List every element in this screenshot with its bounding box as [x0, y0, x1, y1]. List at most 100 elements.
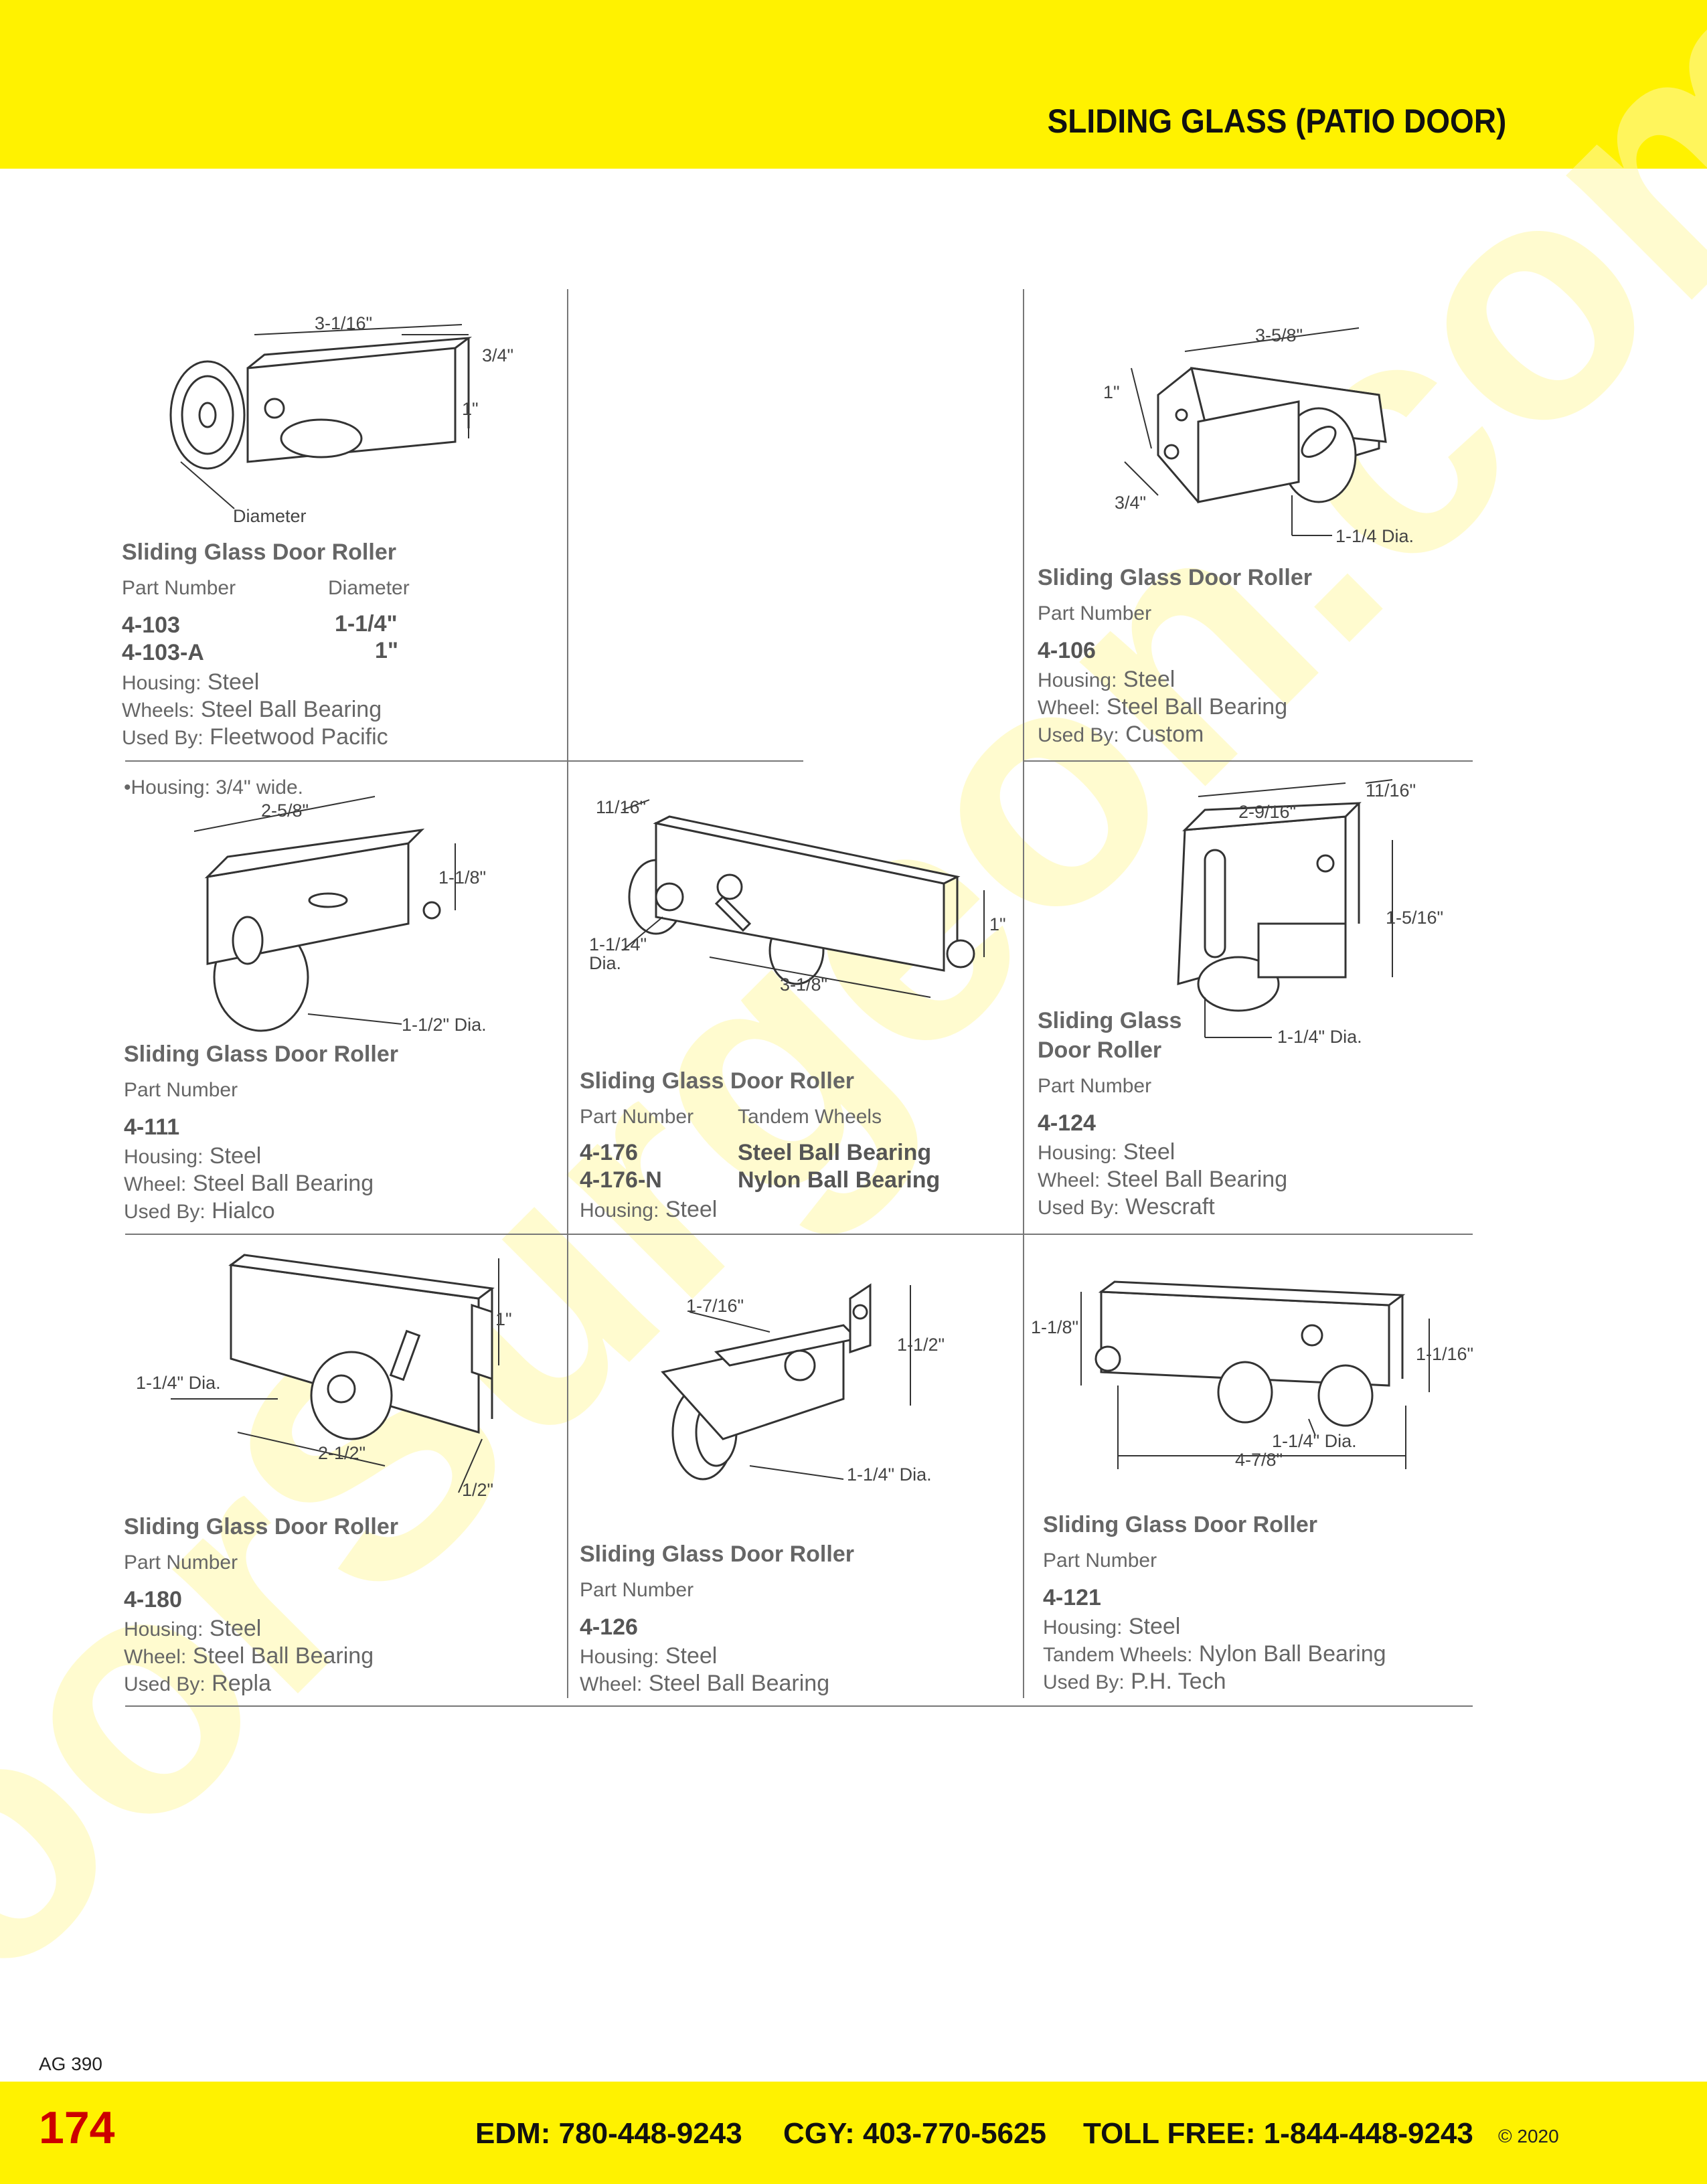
used-by-spec: Used By: Fleetwood Pacific	[122, 724, 388, 750]
dim-label: 1-1/4" Dia.	[136, 1373, 221, 1393]
part-number: 4-176-N	[580, 1167, 662, 1193]
roller-diagram: 2-5/8" 1-1/8" 1-1/2" Dia.	[193, 796, 487, 1035]
part-number-header: Part Number	[1038, 602, 1152, 624]
wheel-spec: Wheel: Steel Ball Bearing	[124, 1643, 374, 1669]
cgy-phone[interactable]: CGY: 403-770-5625	[783, 2117, 1046, 2150]
dim-label: 1"	[462, 399, 479, 419]
dim-label: 1-5/16"	[1386, 908, 1443, 928]
dim-label: Diameter	[233, 506, 307, 526]
copyright: © 2020	[1498, 2126, 1559, 2147]
edm-phone[interactable]: EDM: 780-448-9243	[475, 2117, 742, 2150]
section-title: SLIDING GLASS (PATIO DOOR)	[1047, 102, 1506, 140]
product-title: Sliding Glass Door Roller	[124, 1514, 398, 1539]
part-number: 4-106	[1038, 638, 1096, 663]
housing-spec: Housing: Steel	[124, 1616, 262, 1641]
part-number: 4-124	[1038, 1110, 1096, 1136]
part-number: 4-121	[1043, 1585, 1101, 1610]
dim-label: 1-1/4" Dia.	[847, 1464, 932, 1485]
dim-label: 3/4"	[482, 345, 513, 365]
dim-label: 1"	[989, 914, 1006, 934]
dim-label: Dia.	[589, 953, 621, 973]
used-by-spec: Used By: Custom	[1038, 722, 1204, 747]
product-title: Sliding Glass Door Roller	[124, 1041, 398, 1067]
product-title: Sliding Glass Door Roller	[1043, 1512, 1317, 1537]
dim-label: 1-7/16"	[686, 1296, 744, 1316]
product-title: Sliding Glass Door Roller	[122, 539, 396, 565]
grid-divider	[125, 1234, 1473, 1235]
dim-label: 1"	[495, 1309, 512, 1329]
wheel-spec: Wheel: Steel Ball Bearing	[1038, 694, 1288, 720]
part-number: 4-176	[580, 1140, 638, 1165]
roller-diagram: 11/16" 1" 1-1/14" Dia. 3-1/8"	[589, 797, 1006, 998]
wheel-spec: Wheel: Steel Ball Bearing	[124, 1171, 374, 1196]
footer-band	[0, 2082, 1707, 2184]
housing-spec: Housing: Steel	[122, 669, 260, 695]
header-band	[0, 0, 1707, 169]
part-number: 4-180	[124, 1587, 182, 1612]
dim-label: 11/16"	[596, 797, 646, 817]
wheel-spec: Wheel: Steel Ball Bearing	[1038, 1167, 1288, 1192]
dim-label: 1-1/2" Dia.	[402, 1015, 487, 1035]
part-number-header: Part Number	[1043, 1549, 1157, 1572]
diameter-header: Diameter	[328, 577, 410, 599]
roller-diagram: 1-7/16" 1-1/2" 1-1/4" Dia.	[661, 1283, 945, 1485]
product-title: Sliding Glass Door Roller	[580, 1541, 854, 1567]
part-number-header: Part Number	[124, 1079, 238, 1101]
part-number-header: Part Number	[580, 1106, 694, 1128]
grid-divider	[125, 760, 803, 762]
housing-spec: Housing: Steel	[580, 1643, 718, 1669]
grid-divider	[125, 1705, 1473, 1707]
tandem-wheels-value: Steel Ball Bearing	[738, 1140, 932, 1165]
housing-spec: Housing: Steel	[1038, 1139, 1175, 1165]
used-by-spec: Used By: Repla	[124, 1671, 272, 1696]
dim-label: 4-7/8"	[1235, 1450, 1283, 1470]
dim-label: 1-1/14"	[589, 934, 647, 954]
used-by-spec: Used By: Hialco	[124, 1198, 275, 1224]
wheel-spec: Wheels: Steel Ball Bearing	[122, 697, 382, 722]
dim-label: 2-1/2"	[318, 1443, 365, 1463]
dim-label: 1-1/4" Dia.	[1272, 1431, 1357, 1451]
housing-spec: Housing: Steel	[124, 1143, 262, 1169]
roller-diagram: 1" 1-1/4" Dia. 2-1/2" 1/2"	[136, 1254, 512, 1500]
part-number-header: Part Number	[124, 1551, 238, 1574]
dim-label: 1-1/4" Dia.	[1277, 1027, 1362, 1047]
roller-diagram: 1-1/8" 1-1/16" 1-1/4" Dia. 4-7/8"	[1031, 1280, 1473, 1470]
product-title-line1: Sliding Glass	[1038, 1008, 1182, 1033]
housing-note: •Housing: 3/4" wide.	[124, 776, 303, 799]
diameter-value: 1"	[375, 638, 399, 663]
part-number-header: Part Number	[122, 577, 236, 599]
housing-spec: Housing: Steel	[1043, 1614, 1181, 1639]
grid-divider	[1023, 289, 1024, 1698]
dim-label: 1-1/2"	[897, 1335, 945, 1355]
tandem-wheels-value: Nylon Ball Bearing	[738, 1167, 941, 1193]
roller-diagram: 3-5/8" 1" 3/4" 1-1/4 Dia.	[1103, 325, 1414, 546]
housing-spec: Housing: Steel	[1038, 667, 1175, 692]
roller-diagram: 3-1/16" 3/4" 1" Diameter	[169, 313, 513, 526]
wheel-spec: Tandem Wheels: Nylon Ball Bearing	[1043, 1641, 1386, 1667]
dim-label: 2-9/16"	[1238, 802, 1296, 822]
used-by-spec: Used By: P.H. Tech	[1043, 1669, 1226, 1694]
dim-label: 2-5/8"	[261, 801, 309, 821]
dim-label: 1/2"	[462, 1480, 493, 1500]
diameter-value: 1-1/4"	[335, 611, 398, 637]
dim-label: 1-1/16"	[1416, 1344, 1473, 1364]
dim-label: 3-5/8"	[1255, 325, 1303, 345]
dim-label: 3-1/16"	[315, 313, 372, 333]
part-number: 4-126	[580, 1614, 638, 1640]
used-by-spec: Used By: Wescraft	[1038, 1194, 1215, 1220]
grid-divider	[567, 289, 568, 1698]
part-number-header: Part Number	[580, 1579, 694, 1601]
dim-label: 3-1/8"	[780, 975, 827, 995]
part-number: 4-103-A	[122, 640, 204, 665]
roller-diagram: 2-9/16" 11/16" 1-5/16" 1-1/4" Dia.	[1177, 779, 1443, 1047]
dim-label: 3/4"	[1115, 493, 1146, 513]
toll-free-phone[interactable]: TOLL FREE: 1-844-448-9243	[1083, 2117, 1473, 2150]
part-number: 4-111	[124, 1114, 180, 1140]
dim-label: 1-1/8"	[438, 867, 486, 888]
dim-label: 1-1/8"	[1031, 1317, 1078, 1337]
wheel-spec: Wheel: Steel Ball Bearing	[580, 1671, 830, 1696]
grid-divider	[1023, 760, 1473, 762]
dim-label: 1-1/4 Dia.	[1335, 526, 1414, 546]
product-title: Sliding Glass Door Roller	[580, 1068, 854, 1094]
page-number: 174	[39, 2102, 115, 2153]
